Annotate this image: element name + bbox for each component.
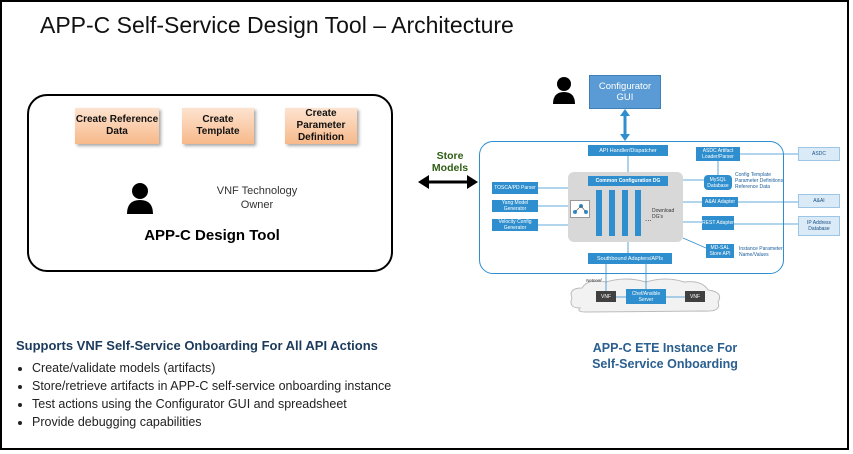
mdsal-store-box: MD-SAL Store API [706,244,734,258]
yang-generator-box: Yang Model Generator [492,200,538,212]
chef-server-box: Chef/Ansible Server [626,289,666,304]
supports-heading: Supports VNF Self-Service Onboarding For… [16,338,378,353]
workflow-icon [570,200,590,218]
create-template-button[interactable]: Create Template [182,108,254,144]
netconf-label: Netconf [586,278,602,283]
create-parameter-definition-button[interactable]: Create Parameter Definition [285,108,357,144]
asdc-box: ASDC [798,147,840,161]
owner-label: VNF Technology Owner [216,185,298,211]
vnf-box: VNF [596,291,616,302]
ip-address-database-box: IP Address Database [798,216,840,236]
dg-column [622,190,628,236]
southbound-box: Southbound Adapters/APIs [588,253,672,264]
mysql-database-icon: MySQL Database [704,175,732,190]
tosca-parser-box: TOSCA/PD Parser [492,182,538,194]
common-config-box: Common Configuration DG [588,176,668,186]
bullet-item: Test actions using the Configurator GUI … [32,397,391,411]
double-arrow-icon [418,175,478,189]
appc-instance-box [479,141,784,274]
aai-box: A&AI [798,194,840,208]
person-icon [553,77,575,104]
aai-adapter-box: A&AI Adapter [702,197,738,207]
download-dgs-label: Download DG's [652,208,675,220]
bullet-item: Provide debugging capabilities [32,415,391,429]
dg-column [609,190,615,236]
arrow-icon [620,109,630,141]
person-icon [127,183,153,214]
dg-column [635,190,641,236]
store-models-label: Store Models [431,150,469,174]
dg-ellipsis: ... [645,214,652,223]
asdc-loader-box: ASDC Artifact Loader/Parser [696,147,740,161]
configurator-gui-button[interactable]: Configurator GUI [589,75,661,109]
instance-param-note: Instance Parameter Name/Values [739,246,783,258]
create-reference-data-button[interactable]: Create Reference Data [75,108,159,144]
bullet-item: Store/retrieve artifacts in APP-C self-s… [32,379,391,393]
page-title: APP-C Self-Service Design Tool – Archite… [40,12,514,38]
design-tool-name: APP-C Design Tool [144,226,280,244]
bullet-item: Create/validate models (artifacts) [32,361,391,375]
velocity-generator-box: Velocity Config Generator [492,219,538,231]
rest-adapter-box: REST Adapter [702,216,734,230]
ete-instance-label: APP-C ETE Instance For Self-Service Onbo… [592,341,738,371]
bullet-list: Create/validate models (artifacts) Store… [16,361,391,433]
dg-column [596,190,602,236]
api-handler-box: API Handler/Dispatcher [588,145,668,156]
vnf-box: VNF [685,291,705,302]
config-template-note: Config Template Parameter Definitions Re… [735,172,784,190]
